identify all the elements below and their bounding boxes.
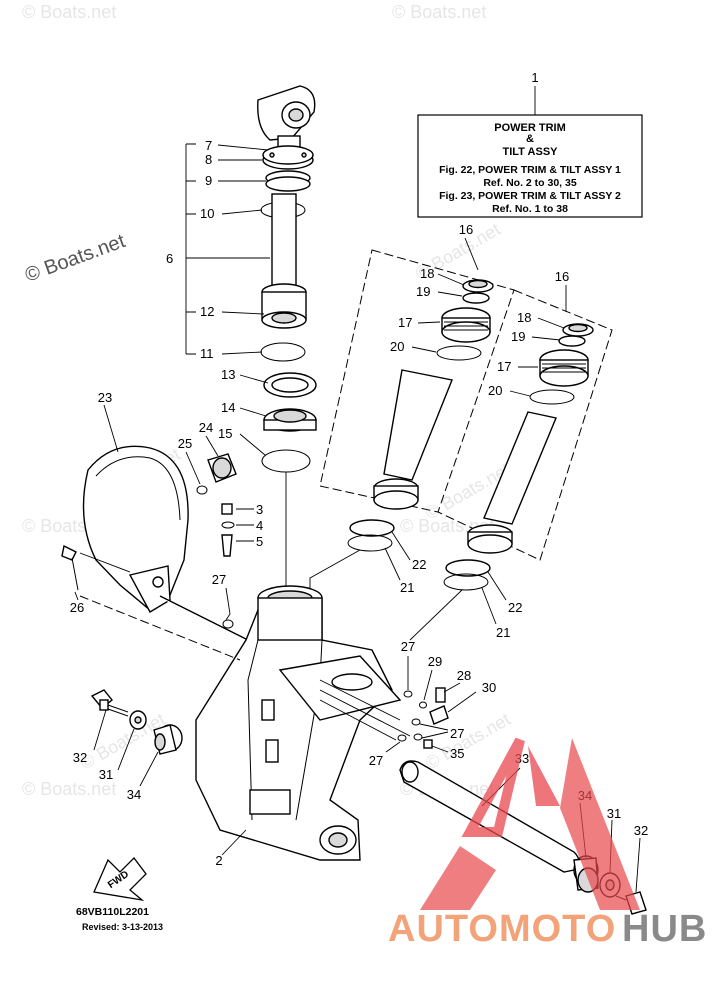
ref-label-27: 27	[212, 572, 226, 587]
brand-text: AUTOMOTO	[388, 908, 616, 950]
watermark-text: © Boats.net	[22, 230, 128, 287]
info-box: POWER TRIM & TILT ASSY Fig. 22, POWER TR…	[417, 70, 643, 218]
ref-label-24: 24	[199, 420, 213, 435]
ref-label-27: 27	[450, 726, 464, 741]
ref-label-19: 19	[416, 284, 430, 299]
seal-rings	[309, 519, 507, 641]
info-box-line: Ref. No. 2 to 30, 35	[483, 177, 577, 189]
info-box-line: Ref. No. 1 to 38	[492, 203, 568, 215]
ref-label-32: 32	[73, 750, 87, 765]
ref-label-31: 31	[607, 806, 621, 821]
ref-label-16: 16	[555, 269, 569, 284]
info-box-title: &	[526, 133, 534, 145]
ref-label-31: 31	[99, 767, 113, 782]
ref-label-22: 22	[412, 557, 426, 572]
ref-label-18: 18	[420, 266, 434, 281]
info-box-title: TILT ASSY	[503, 146, 559, 158]
ref-label-30: 30	[482, 680, 496, 695]
ref-label-26: 26	[70, 600, 84, 615]
fwd-arrow: FWD	[93, 857, 147, 902]
ref-label-1: 1	[531, 70, 538, 85]
ref-label-15: 15	[218, 426, 232, 441]
ref-label-6: 6	[166, 251, 173, 266]
ref-label-32: 32	[634, 823, 648, 838]
left-hardware	[90, 689, 183, 787]
ref-label-12: 12	[200, 304, 214, 319]
ref-label-7: 7	[205, 138, 212, 153]
ref-label-25: 25	[178, 436, 192, 451]
ref-label-22: 22	[508, 600, 522, 615]
cover-part	[61, 404, 189, 613]
ref-label-16: 16	[459, 222, 473, 237]
ref-label-5: 5	[256, 534, 263, 549]
ref-label-27: 27	[369, 753, 383, 768]
ref-label-19: 19	[511, 329, 525, 344]
ref-label-21: 21	[400, 580, 414, 595]
ref-label-21: 21	[496, 625, 510, 640]
ref-label-2: 2	[215, 853, 222, 868]
info-box-line: Fig. 22, POWER TRIM & TILT ASSY 1	[439, 164, 621, 176]
ref-label-34: 34	[127, 787, 141, 802]
ref-label-17: 17	[398, 315, 412, 330]
ref-label-8: 8	[205, 152, 212, 167]
brand-text: HUB	[622, 908, 707, 950]
main-bracket	[79, 585, 402, 861]
ref-label-10: 10	[200, 206, 214, 221]
watermark-text: © Boats.net	[22, 779, 116, 799]
ref-label-4: 4	[256, 518, 263, 533]
trim-cylinder-group	[319, 237, 613, 561]
ref-label-18: 18	[517, 310, 531, 325]
brand-logo: AUTOMOTO HUB	[388, 737, 707, 950]
revised-date: Revised: 3-13-2013	[82, 922, 163, 932]
ref-label-29: 29	[428, 654, 442, 669]
ref-label-23: 23	[98, 390, 112, 405]
ref-label-27: 27	[401, 639, 415, 654]
ref-label-20: 20	[390, 339, 404, 354]
ref-label-17: 17	[497, 359, 511, 374]
ref-label-9: 9	[205, 173, 212, 188]
diagram-code: 68VB110L2201	[76, 906, 149, 918]
ref-label-20: 20	[488, 383, 502, 398]
ref-label-3: 3	[256, 502, 263, 517]
ref-label-35: 35	[450, 746, 464, 761]
fittings	[319, 656, 477, 753]
watermark-text: © Boats.net	[22, 2, 116, 22]
tilt-cylinder-assembly	[185, 85, 317, 598]
ref-label-28: 28	[457, 668, 471, 683]
ref-label-13: 13	[221, 367, 235, 382]
small-parts-24-25	[185, 435, 254, 557]
watermark-text: © Boats.net	[392, 2, 486, 22]
ref-label-14: 14	[221, 400, 235, 415]
info-box-line: Fig. 23, POWER TRIM & TILT ASSY 2	[439, 190, 621, 202]
info-box-title: POWER TRIM	[494, 122, 566, 134]
ref-label-11: 11	[200, 346, 214, 361]
